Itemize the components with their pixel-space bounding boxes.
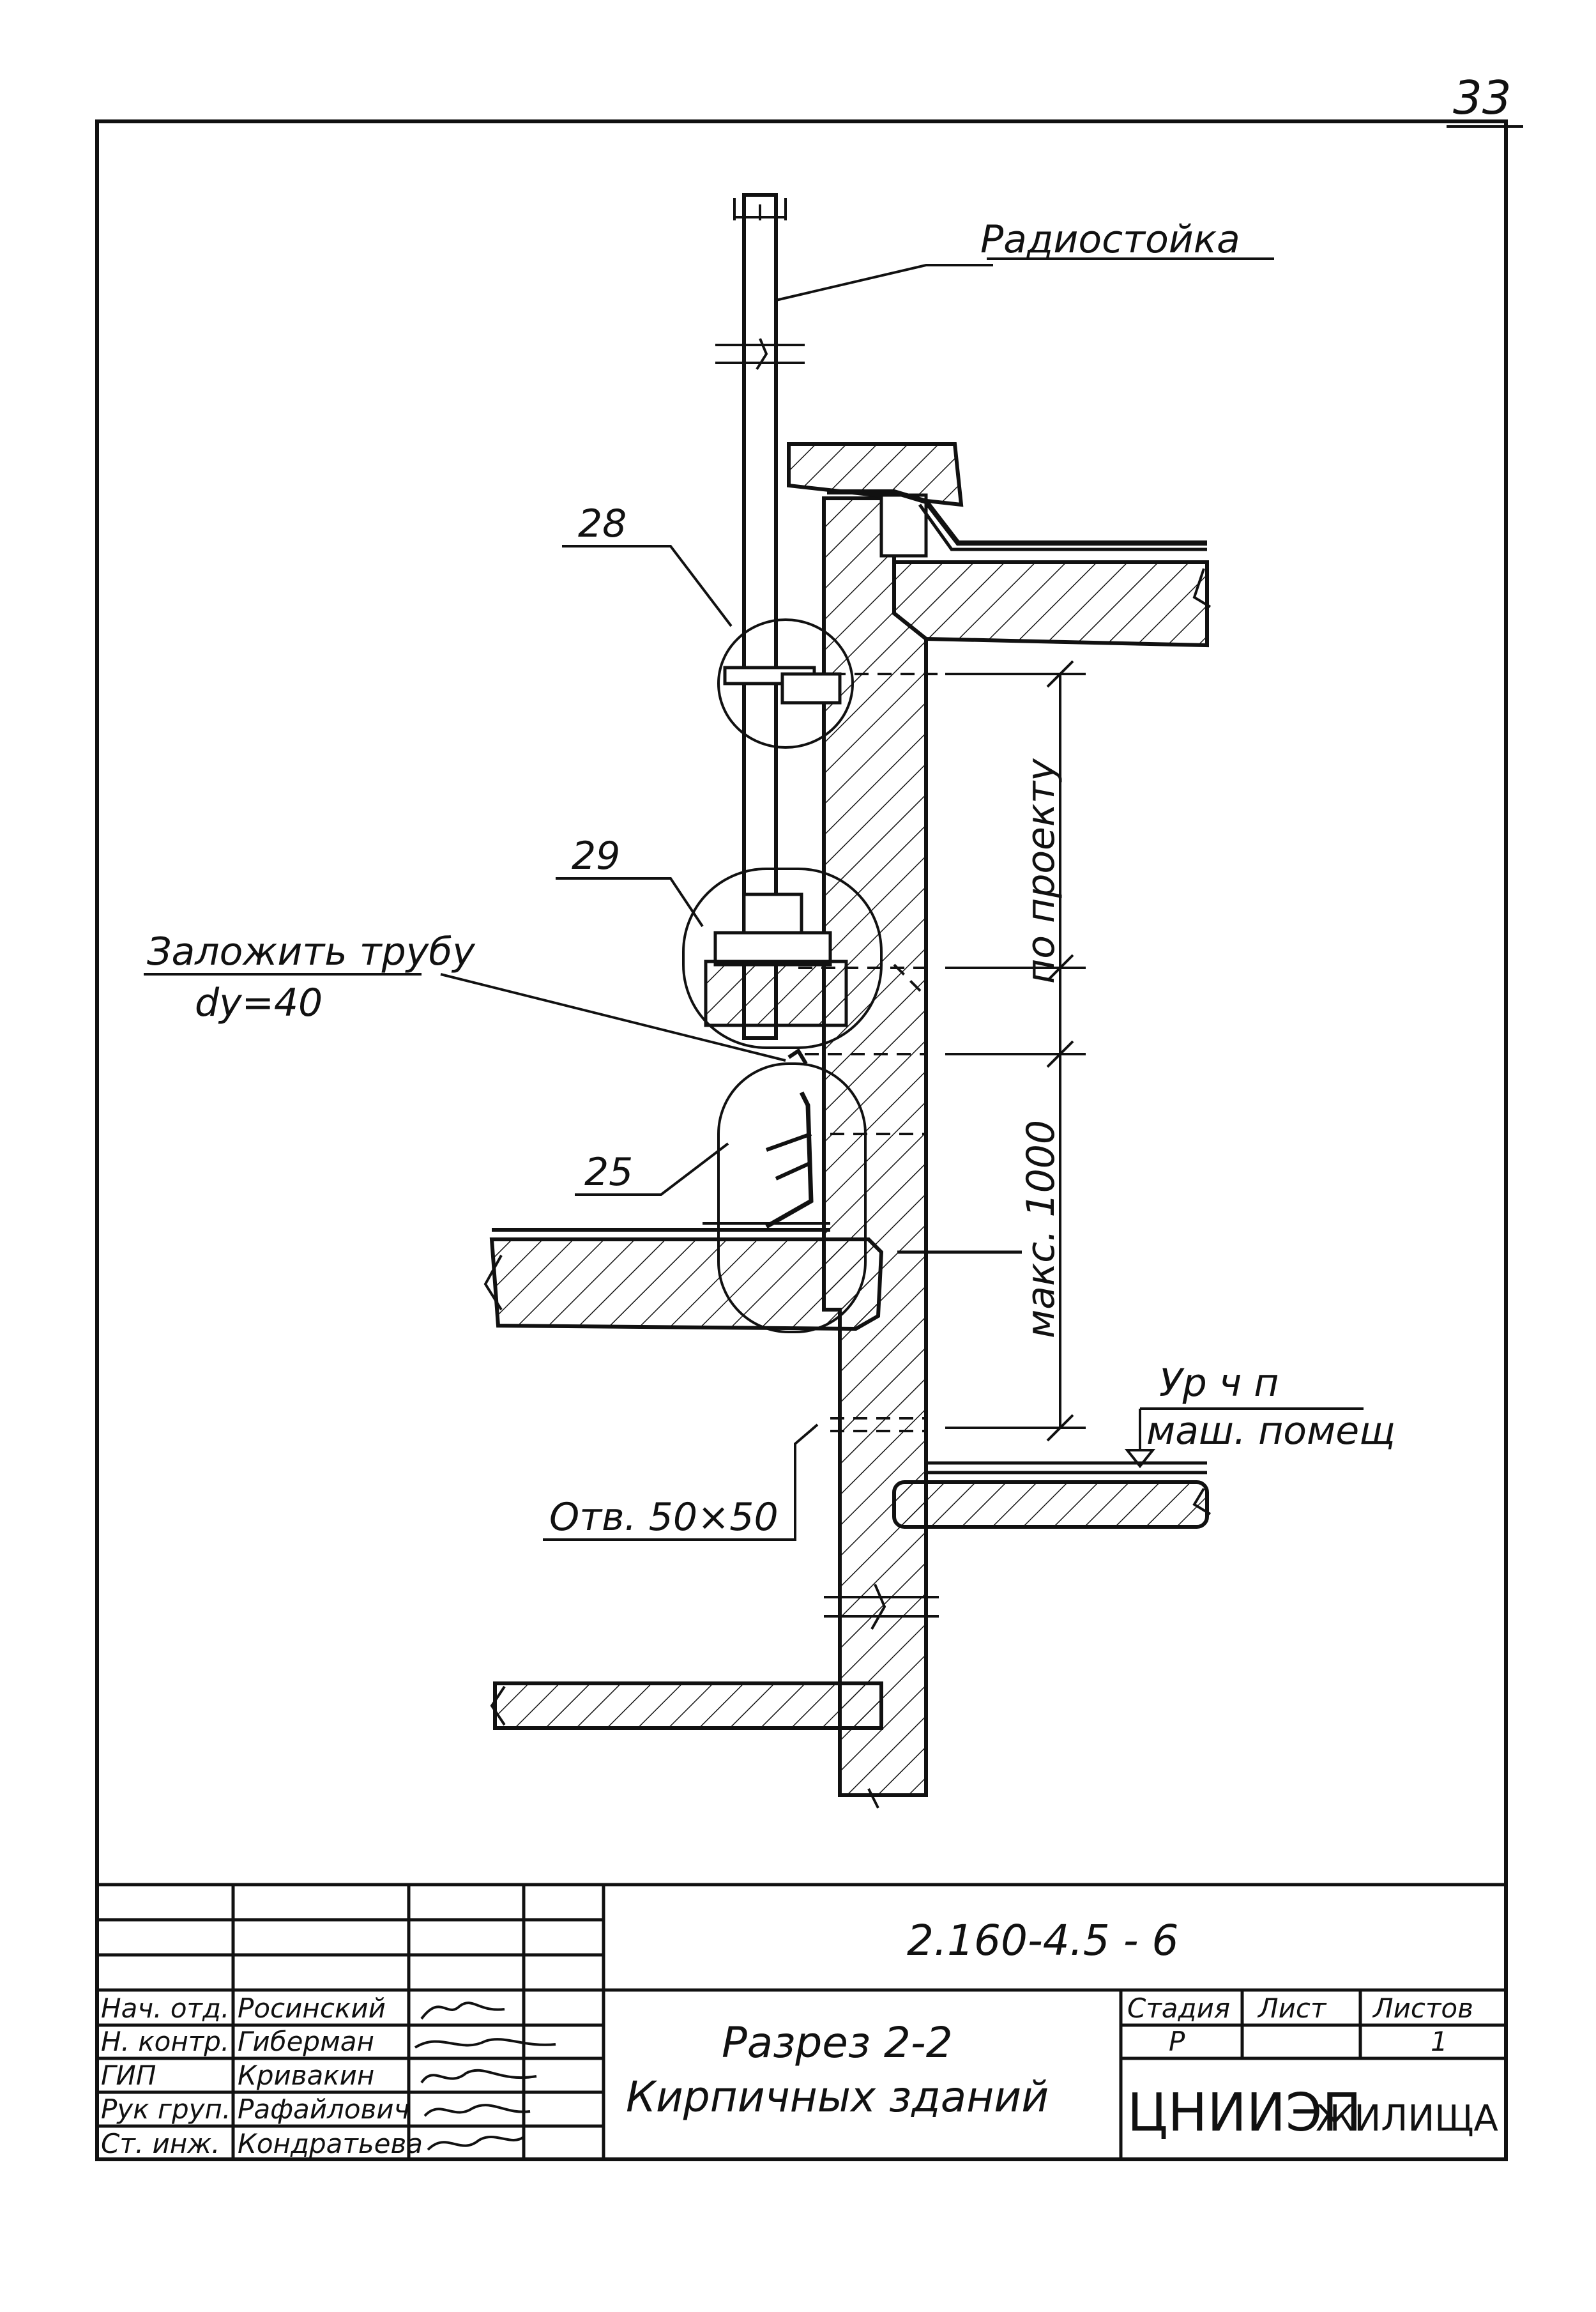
staff-role: Рук груп.	[101, 2094, 231, 2125]
label-node-28: 28	[578, 501, 627, 546]
label-machine-room: маш. помещ	[1146, 1409, 1395, 1453]
staff-name: Кондратьева	[238, 2128, 423, 2159]
drawing-title: Разрез 2-2	[722, 2018, 953, 2067]
dimension-chain	[945, 660, 1086, 1442]
drawing-code: 2.160-4.5 - 6	[907, 1916, 1179, 1965]
leader-lines	[144, 257, 1274, 1541]
sheet-frame	[95, 119, 1508, 2161]
staff-role: Нач. отд.	[101, 1993, 229, 2024]
roof-slab	[892, 560, 1212, 648]
dashed-lines	[786, 673, 945, 1432]
parapet-coping	[787, 442, 1207, 558]
label-max-1000: макс. 1000	[1019, 1120, 1063, 1338]
staff-role: ГИП	[101, 2060, 156, 2091]
staff-name: Гиберман	[238, 2026, 374, 2057]
staff-role: Ст. инж.	[101, 2128, 220, 2159]
detail-28-circle	[717, 618, 854, 749]
label-embed-pipe-dia: dy=40	[195, 981, 323, 1025]
organization-name: ЦНИИЭП	[1127, 2083, 1362, 2143]
sheets-header: Листов	[1372, 1993, 1473, 2024]
sheet-header: Лист	[1257, 1993, 1327, 2024]
organization-housing: ЖИЛИЩА	[1316, 2098, 1498, 2140]
stage-header: Стадия	[1127, 1993, 1230, 2024]
radio-stand	[704, 193, 848, 1040]
label-radio-stand: Радиостойка	[980, 217, 1240, 262]
gutter-apron	[765, 1048, 814, 1229]
staff-name: Росинский	[238, 1993, 386, 2024]
detail-25-outline	[717, 1062, 867, 1333]
label-node-29: 29	[572, 834, 620, 878]
label-node-25: 25	[584, 1150, 633, 1195]
floor-slab	[490, 1681, 883, 1730]
detail-29-outline	[682, 868, 883, 1049]
staff-role: Н. контр.	[101, 2026, 229, 2057]
drawing-subtitle: Кирпичных зданий	[626, 2072, 1049, 2122]
stage-value: Р	[1169, 2026, 1185, 2057]
sheets-value: 1	[1431, 2026, 1448, 2057]
staff-name: Кривакин	[238, 2060, 374, 2091]
title-block	[97, 1883, 1506, 2159]
staff-name: Рафайлович	[238, 2094, 409, 2125]
label-per-project: по проекту	[1019, 758, 1063, 984]
signatures	[414, 2002, 556, 2151]
page-number: 33	[1453, 71, 1512, 125]
lower-roof-slab	[483, 1222, 884, 1331]
label-machine-level: Ур ч п	[1159, 1361, 1279, 1405]
label-opening: Отв. 50×50	[549, 1495, 779, 1540]
machine-room-slab	[892, 1250, 1364, 1529]
label-embed-pipe: Заложить трубу	[147, 930, 476, 974]
